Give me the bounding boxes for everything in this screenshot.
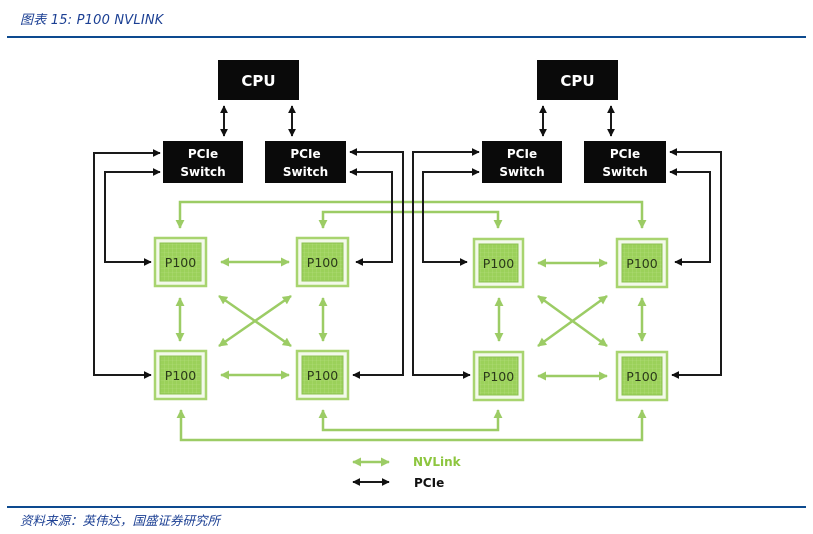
gpu-label: P100 [307, 368, 338, 383]
source-note: 资料来源：英伟达，国盛证券研究所 [20, 513, 221, 528]
legend-item-nvlink: NVLink [352, 455, 462, 469]
legend: NVLink PCIe [352, 455, 462, 490]
legend-label: PCIe [414, 476, 444, 490]
gpu-label: P100 [626, 369, 657, 384]
gpu-label: P100 [626, 256, 657, 271]
pcie-switch-gpu-link-inner [422, 168, 480, 266]
title-divider [7, 36, 806, 38]
nvlink-bottom-inner-connector [318, 409, 503, 432]
gpu-p100: P100 [295, 349, 350, 401]
switch-label-line1: PCIe [290, 147, 320, 161]
gpu-p100: P100 [153, 349, 208, 401]
node-group-right: CPU PCIe Switch PCIe Switch P100 [412, 60, 722, 402]
legend-label: NVLink [413, 455, 462, 469]
pcie-switch-block: PCIe Switch [482, 141, 562, 183]
gpu-label: P100 [165, 368, 196, 383]
gpu-label: P100 [483, 369, 514, 384]
switch-label-line1: PCIe [610, 147, 640, 161]
gpu-p100: P100 [472, 350, 525, 402]
switch-label-line2: Switch [602, 165, 647, 179]
switch-label-line2: Switch [283, 165, 328, 179]
nvlink-diagonal [218, 294, 292, 348]
switch-label-line2: Switch [499, 165, 544, 179]
gpu-label: P100 [165, 255, 196, 270]
nvlink-bottom-outer-connector [176, 409, 647, 442]
legend-item-pcie: PCIe [352, 476, 444, 490]
cpu-block: CPU [537, 60, 618, 100]
cpu-label: CPU [560, 72, 594, 90]
pcie-switch-gpu-link-outer [412, 148, 480, 379]
nvlink-top-outer-connector [175, 200, 647, 229]
gpu-p100: P100 [295, 236, 350, 288]
nvlink-top-inner-connector [318, 210, 503, 229]
pcie-switch-gpu-link-outer [349, 148, 404, 379]
gpu-p100: P100 [153, 236, 208, 288]
source-divider [7, 506, 806, 508]
pcie-switch-gpu-link-inner [104, 168, 161, 266]
pcie-switch-gpu-link-outer [93, 149, 161, 379]
pcie-switch-block: PCIe Switch [584, 141, 666, 183]
gpu-p100: P100 [472, 237, 525, 289]
pcie-switch-block: PCIe Switch [163, 141, 243, 183]
gpu-p100: P100 [615, 237, 669, 289]
pcie-switch-block: PCIe Switch [265, 141, 346, 183]
gpu-label: P100 [483, 256, 514, 271]
cpu-label: CPU [241, 72, 275, 90]
pcie-switch-gpu-link-inner [349, 168, 393, 266]
cpu-block: CPU [218, 60, 299, 100]
pcie-switch-gpu-link-inner [669, 168, 711, 266]
gpu-label: P100 [307, 255, 338, 270]
gpu-p100: P100 [615, 350, 669, 402]
switch-label-line1: PCIe [507, 147, 537, 161]
switch-label-line2: Switch [180, 165, 225, 179]
nvlink-diagonal [537, 294, 608, 348]
node-group-left: CPU PCIe Switch PCIe Switch P100 [93, 60, 404, 401]
figure-title: 图表 15: P100 NVLINK [20, 13, 164, 28]
pcie-switch-gpu-link-outer [669, 148, 722, 379]
switch-label-line1: PCIe [188, 147, 218, 161]
